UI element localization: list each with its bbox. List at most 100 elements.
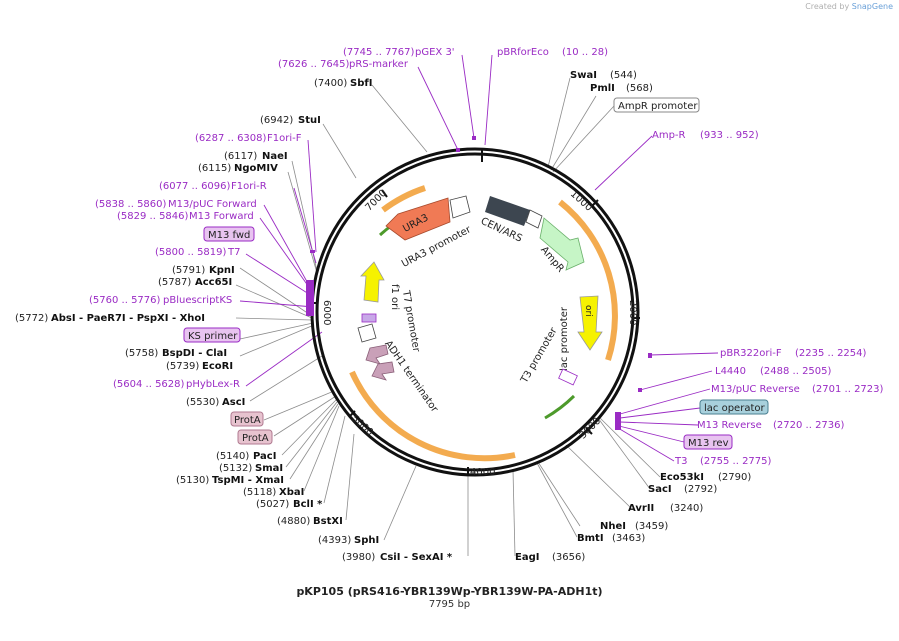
- enzyme-saci: SacI: [648, 484, 672, 495]
- enzyme-pmli: PmlI: [590, 83, 615, 94]
- tick-label-2000: 2000: [627, 300, 638, 325]
- enzyme-sbfi: SbfI: [350, 78, 372, 89]
- amp-promoter-text: AmpR promoter: [618, 101, 698, 112]
- primer-m13puc-forward: M13/pUC Forward: [168, 199, 257, 210]
- primer-labels: (7745 .. 7767) pGEX 3' (7626 .. 7645) pR…: [89, 47, 884, 467]
- m13-rev-text: M13 rev: [688, 438, 729, 449]
- enzyme-pos-kpni: (5791): [172, 265, 205, 276]
- snapgene-credit: Created by SnapGene: [805, 2, 893, 11]
- primer-pbrforeco: pBRforEco: [497, 47, 549, 58]
- enzyme-pos-paci: (5140): [216, 451, 249, 462]
- lac-operator-mark: [558, 368, 578, 386]
- enzyme-pos-bstxi: (4880): [277, 516, 310, 527]
- primer-m13-reverse: M13 Reverse: [697, 420, 762, 431]
- enzyme-pos-asci: (5530): [186, 397, 219, 408]
- enzyme-pos-smai: (5132): [219, 463, 252, 474]
- lac-operator-box: [699, 399, 769, 415]
- lac-promoter-label: lac promoter: [559, 306, 570, 371]
- backbone-inner: [315, 152, 635, 472]
- enzyme-absi-group: AbsI - PaeR7I - PspXI - XhoI: [51, 313, 205, 324]
- primer-range-pbr322orif: (2235 .. 2254): [795, 348, 867, 359]
- primer-pbluescriptks: pBluescriptKS: [163, 295, 232, 306]
- leader-lines: [235, 77, 661, 557]
- green-arc-bottom: [544, 394, 576, 420]
- primer-range-phyblexr: (5604 .. 5628): [113, 379, 185, 390]
- enzyme-xbai: XbaI: [279, 487, 304, 498]
- enzyme-eco53ki: Eco53kI: [660, 472, 704, 483]
- enzyme-pos-naei: (6117): [224, 151, 257, 162]
- ks-primer-box: [183, 327, 241, 343]
- primer-range-pbrforeco: (10 .. 28): [562, 47, 608, 58]
- prota-box-1: [230, 411, 264, 427]
- enzyme-bstxi: BstXI: [313, 516, 343, 527]
- mcs-block: [361, 313, 377, 323]
- primer-m13puc-reverse: M13/pUC Reverse: [711, 384, 800, 395]
- primer-range-m13puc-reverse: (2701 .. 2723): [812, 384, 884, 395]
- enzyme-xmai-group: TspMI - XmaI: [212, 475, 284, 486]
- prota-box-2: [237, 429, 273, 445]
- enzyme-clai-group: BspDI - ClaI: [162, 348, 227, 359]
- prota-text-1: ProtA: [234, 415, 261, 426]
- ampr-promoter-arrow: [525, 209, 543, 229]
- primer-range-f1orif: (6287 .. 6308): [195, 133, 267, 144]
- enzyme-avrii: AvrII: [628, 503, 654, 514]
- enzyme-pos-csii: (3980): [342, 552, 375, 563]
- enzyme-nhei: NheI: [600, 521, 626, 532]
- t7-promoter-label: T7 promoter: [400, 289, 422, 354]
- enzyme-pos-ecori: (5739): [166, 361, 199, 372]
- enzyme-asci: AscI: [222, 397, 245, 408]
- amp-arc-right: [558, 199, 618, 361]
- adh1-terminator-arrow-2: [371, 361, 395, 381]
- ks-primer-text: KS primer: [188, 331, 238, 342]
- amp-arc-bottom: [349, 370, 516, 462]
- primer-t3: T3: [674, 456, 687, 467]
- adh1-terminator-arrow-1: [365, 344, 389, 365]
- tick-label-6000: 6000: [321, 300, 332, 325]
- enzyme-pos-bcli: (5027): [256, 499, 289, 510]
- primer-pbr322orif: pBR322ori-F: [720, 348, 782, 359]
- primer-range-pgex3: (7745 .. 7767): [343, 47, 415, 58]
- enzyme-pos-absi: (5772): [15, 313, 48, 324]
- plasmid-length: 7795 bp: [428, 599, 471, 610]
- ura3-promoter-arrow: [449, 195, 471, 219]
- f1-ori-label: f1 ori: [389, 284, 400, 310]
- m13-fwd-box: [203, 226, 255, 242]
- enzyme-pos-stui: (6942): [260, 115, 293, 126]
- primer-t7: T7: [227, 247, 240, 258]
- enzyme-labels: (544) SwaI (568) PmlI (7400) SbfI (6942)…: [15, 70, 751, 563]
- scale-ticks: [310, 189, 640, 476]
- m13-rev-box: [683, 434, 733, 450]
- tick-label-5000: 5000: [349, 413, 375, 438]
- primer-phyblexr: pHybLex-R: [186, 379, 240, 390]
- enzyme-pos-bmti: (3463): [612, 533, 645, 544]
- enzyme-pos-acc65i: (5787): [158, 277, 191, 288]
- snapgene-brand: SnapGene: [851, 2, 893, 11]
- enzyme-pos-sbfi: (7400): [314, 78, 347, 89]
- primer-range-f1orir: (6077 .. 6096): [159, 181, 231, 192]
- enzyme-acc65i: Acc65I: [195, 277, 232, 288]
- f1-ori-arrow: [360, 261, 385, 303]
- plasmid-title: pKP105 (pRS416-YBR139Wp-YBR139W-PA-ADH1t…: [296, 585, 603, 598]
- primer-range-t3: (2755 .. 2775): [700, 456, 772, 467]
- enzyme-pos-pmli: (568): [626, 83, 653, 94]
- primer-range-ampr: (933 .. 952): [700, 130, 759, 141]
- enzyme-pos-nhei: (3459): [635, 521, 668, 532]
- primer-range-m13puc-forward: (5838 .. 5860): [95, 199, 167, 210]
- primer-f1orir: F1ori-R: [231, 181, 267, 192]
- ura3-arrow: [385, 197, 451, 241]
- t3-promoter-label: T3 promoter: [519, 325, 560, 386]
- enzyme-pos-sphi: (4393): [318, 535, 351, 546]
- primer-pgex3: pGEX 3': [415, 47, 455, 58]
- amp-promoter-box: [613, 97, 700, 113]
- primer-ampr: Amp-R: [652, 130, 686, 141]
- enzyme-csii-group: CsiI - SexAI *: [380, 552, 453, 563]
- enzyme-stui: StuI: [298, 115, 321, 126]
- enzyme-pos-clai: (5758): [125, 348, 158, 359]
- enzyme-bcli: BclI *: [293, 499, 323, 510]
- enzyme-ecori: EcoRI: [202, 361, 233, 372]
- cen-ars-block: [485, 196, 530, 226]
- enzyme-swai: SwaI: [570, 70, 597, 81]
- prota-text-2: ProtA: [242, 433, 269, 444]
- enzyme-pos-eagi: (3656): [552, 552, 585, 563]
